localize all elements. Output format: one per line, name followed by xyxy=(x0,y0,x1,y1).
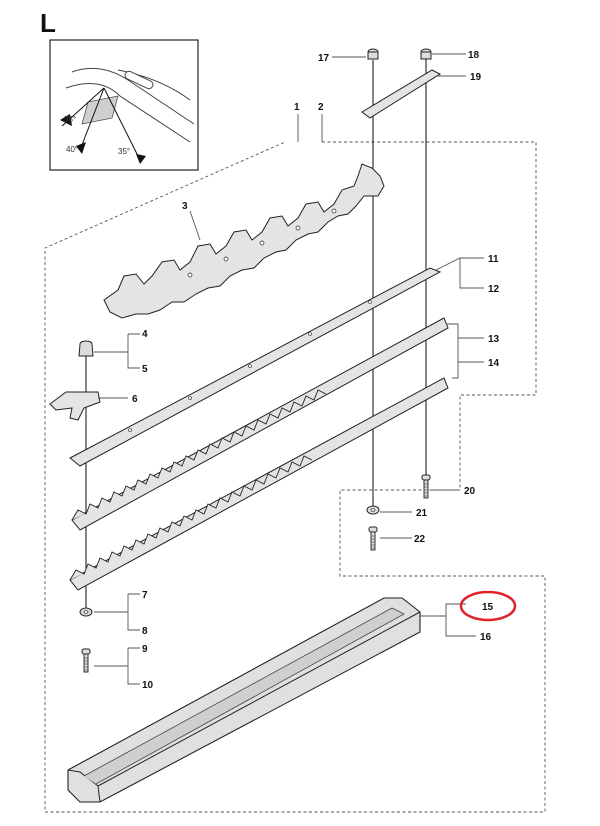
part-3-holes xyxy=(187,208,337,278)
part-18-nut xyxy=(420,48,432,60)
part-19-guide-plate xyxy=(361,69,442,119)
leader-lines xyxy=(94,53,484,685)
part-11-holes xyxy=(128,300,372,432)
group-boundary-1-2 xyxy=(44,141,546,813)
label-part-9: 9 xyxy=(142,644,148,655)
label-part-14: 14 xyxy=(488,358,500,369)
part-17-nut xyxy=(367,48,379,60)
label-part-16: 16 xyxy=(480,632,492,643)
part-22-screw xyxy=(368,526,378,551)
part-11-12-bar xyxy=(69,267,442,467)
section-letter: L xyxy=(40,8,56,38)
label-part-17: 17 xyxy=(318,53,330,64)
label-part-6: 6 xyxy=(132,394,138,405)
part-3-top-blade xyxy=(103,163,385,319)
part-9-10-screw xyxy=(81,648,91,673)
label-part-13: 13 xyxy=(488,334,500,345)
label-part-4: 4 xyxy=(142,329,148,340)
inset-detail: 35° 40° 35° xyxy=(49,39,199,171)
label-part-12: 12 xyxy=(488,284,500,295)
label-part-3: 3 xyxy=(182,201,188,212)
label-part-21: 21 xyxy=(416,508,428,519)
part-20-screw xyxy=(421,474,431,499)
label-part-22: 22 xyxy=(414,534,426,545)
label-part-1: 1 xyxy=(294,102,300,113)
part-6-clip xyxy=(49,391,101,421)
part-14-blade-lower xyxy=(69,377,449,591)
part-4-5-cap xyxy=(78,340,94,357)
inset-angle-right: 35° xyxy=(118,147,130,156)
highlight-circle-part-15 xyxy=(459,590,517,622)
part-7-8-washer xyxy=(79,607,93,617)
inset-angle-bottom: 40° xyxy=(66,145,78,154)
label-part-15: 15 xyxy=(482,602,494,613)
label-part-8: 8 xyxy=(142,626,148,637)
label-part-5: 5 xyxy=(142,364,148,375)
inset-angle-left: 35° xyxy=(64,115,76,124)
label-part-10: 10 xyxy=(142,680,154,691)
label-part-7: 7 xyxy=(142,590,148,601)
part-13-blade-upper xyxy=(71,317,449,531)
part-21-washer xyxy=(366,505,380,515)
label-part-11: 11 xyxy=(488,254,499,265)
label-part-20: 20 xyxy=(464,486,476,497)
label-part-19: 19 xyxy=(470,72,482,83)
label-part-18: 18 xyxy=(468,50,480,61)
part-15-16-guard xyxy=(67,597,421,803)
label-part-2: 2 xyxy=(318,102,324,113)
